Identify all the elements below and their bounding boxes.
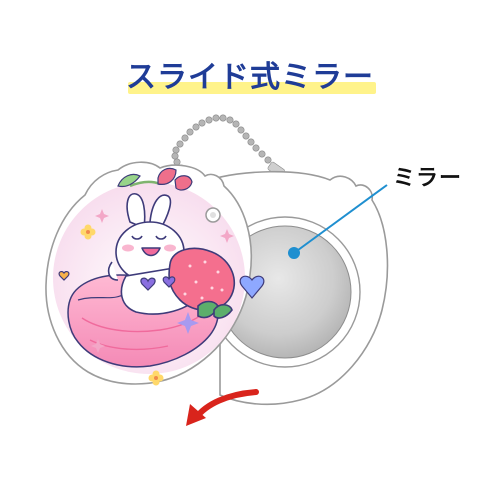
strawberry bbox=[168, 247, 236, 319]
title-highlight bbox=[128, 82, 376, 94]
mirror-callout-label: ミラー bbox=[393, 166, 463, 191]
callout-pointer bbox=[288, 184, 388, 259]
flower-decorations bbox=[80, 224, 164, 386]
title-container: スライド式ミラー bbox=[0, 52, 500, 96]
page-title: スライド式ミラー bbox=[126, 60, 374, 95]
sparkle-decorations bbox=[91, 209, 234, 353]
tulip-decoration bbox=[117, 167, 193, 191]
heart-decorations bbox=[58, 270, 265, 299]
mirror-case bbox=[208, 170, 389, 406]
slide-arrow-icon bbox=[186, 389, 259, 426]
acrylic-charm bbox=[45, 161, 265, 386]
